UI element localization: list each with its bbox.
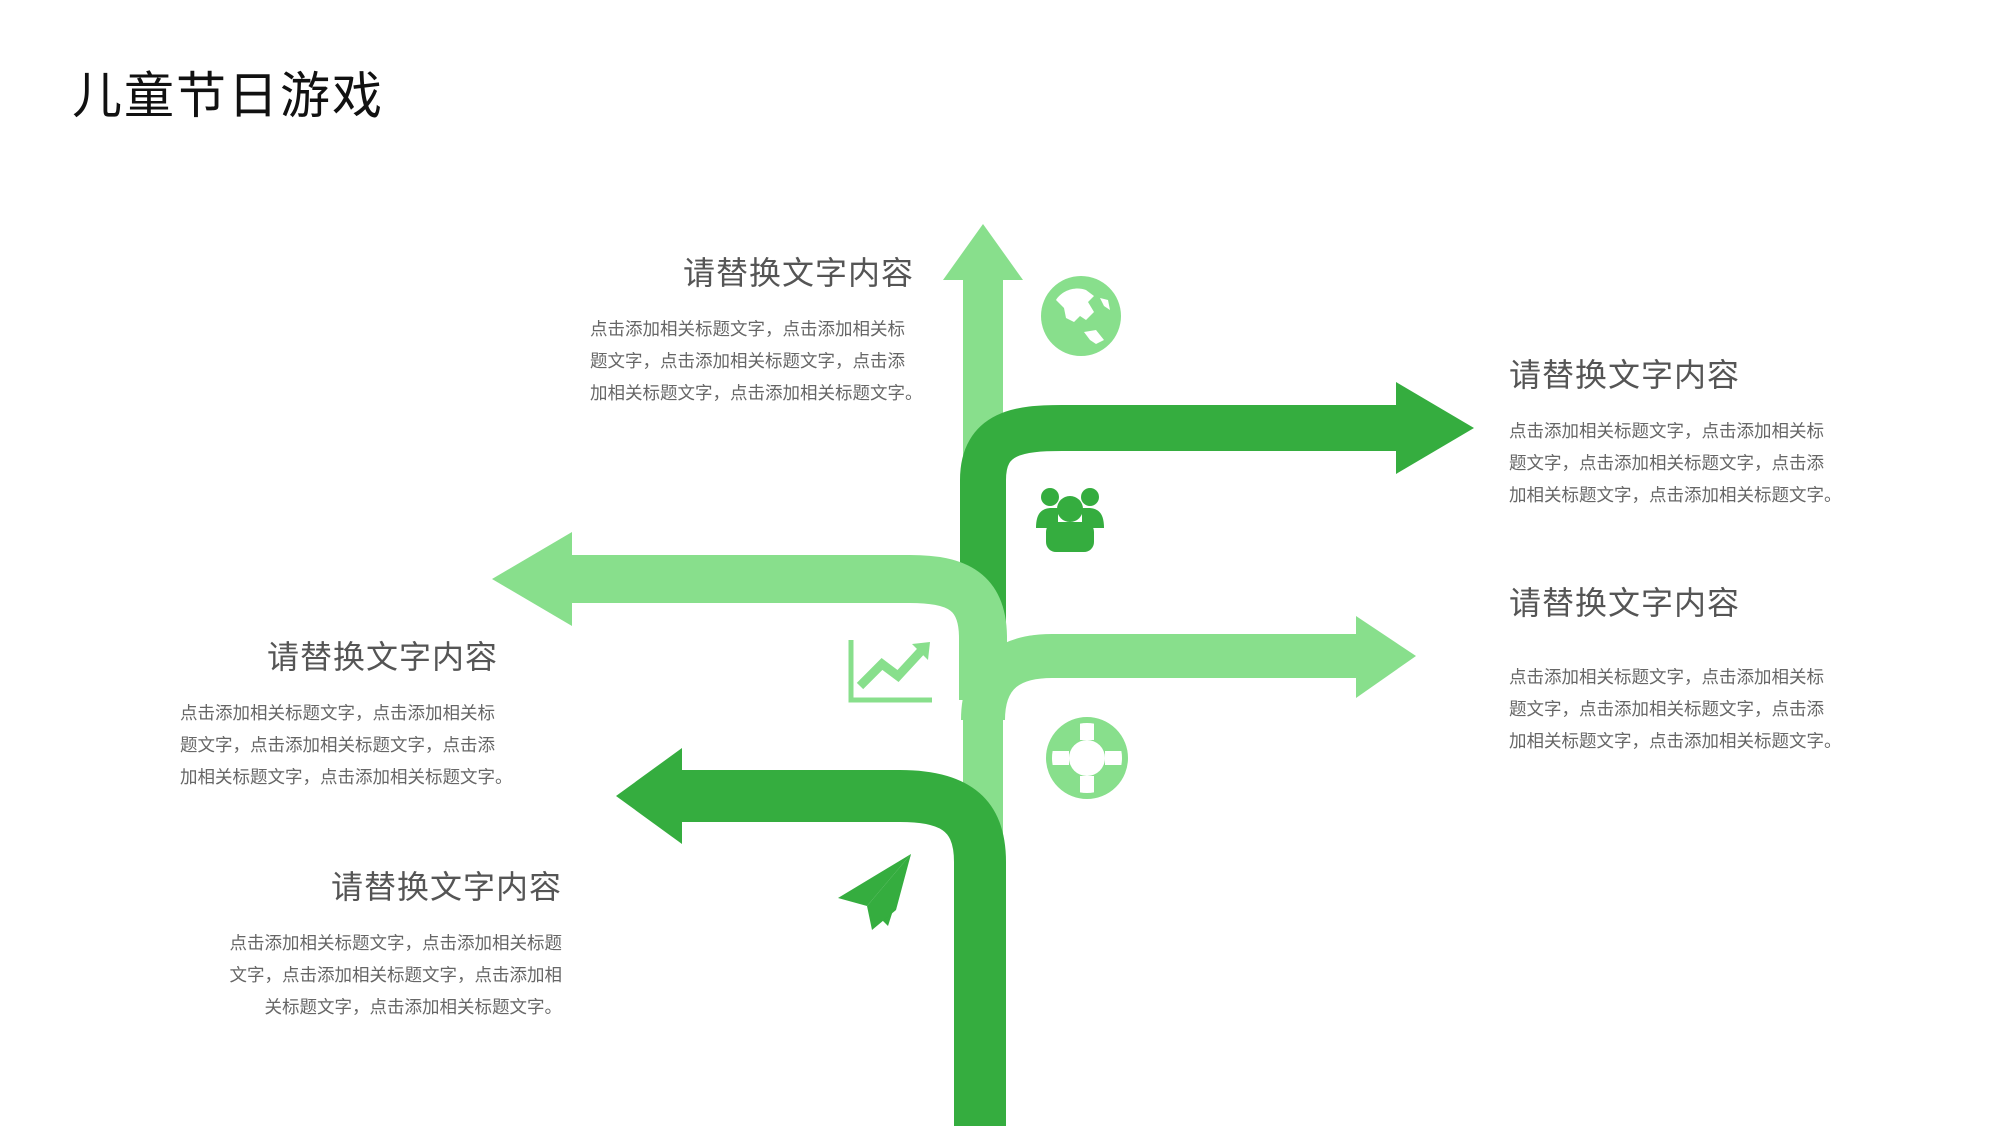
lifebuoy-icon (1046, 717, 1128, 799)
text-block-right-bottom: 请替换文字内容 点击添加相关标题文字，点击添加相关标 题文字，点击添加相关标题文… (1509, 584, 1929, 758)
body-line: 点击添加相关标题文字，点击添加相关标题 (229, 934, 563, 955)
left-arrow-light (492, 532, 1007, 700)
text-block-right-top: 请替换文字内容 点击添加相关标题文字，点击添加相关标 题文字，点击添加相关标题文… (1509, 356, 1929, 512)
body-line: 题文字，点击添加相关标题文字，点击添 (1509, 454, 1824, 475)
body-line: 题文字，点击添加相关标题文字，点击添 (590, 352, 905, 373)
body-line: 题文字，点击添加相关标题文字，点击添 (180, 736, 495, 757)
text-block-top-center: 请替换文字内容 点击添加相关标题文字，点击添加相关标 题文字，点击添加相关标题文… (560, 254, 930, 410)
growth-chart-icon (848, 640, 932, 703)
body-line: 点击添加相关标题文字，点击添加相关标 (180, 704, 495, 725)
text-block-left-middle: 请替换文字内容 点击添加相关标题文字，点击添加相关标 题文字，点击添加相关标题文… (140, 638, 513, 794)
block-body: 点击添加相关标题文字，点击添加相关标 题文字，点击添加相关标题文字，点击添 加相… (1509, 416, 1929, 512)
block-body: 点击添加相关标题文字，点击添加相关标 题文字，点击添加相关标题文字，点击添 加相… (590, 314, 930, 410)
body-line: 关标题文字，点击添加相关标题文字。 (264, 998, 563, 1019)
body-line: 加相关标题文字，点击添加相关标题文字。 (180, 768, 513, 789)
block-heading: 请替换文字内容 (682, 254, 914, 292)
block-body: 点击添加相关标题文字，点击添加相关标 题文字，点击添加相关标题文字，点击添 加相… (1509, 662, 1929, 758)
block-heading: 请替换文字内容 (330, 868, 562, 906)
block-heading: 请替换文字内容 (1509, 356, 1741, 394)
body-line: 文字，点击添加相关标题文字，点击添加相 (229, 966, 563, 987)
body-line: 题文字，点击添加相关标题文字，点击添 (1509, 700, 1824, 721)
text-block-left-bottom: 请替换文字内容 点击添加相关标题文字，点击添加相关标题 文字，点击添加相关标题文… (200, 868, 563, 1024)
right-arrow-dark (960, 382, 1474, 645)
block-body: 点击添加相关标题文字，点击添加相关标 题文字，点击添加相关标题文字，点击添 加相… (180, 698, 513, 794)
body-line: 点击添加相关标题文字，点击添加相关标 (1509, 422, 1824, 443)
group-icon (1036, 488, 1104, 552)
body-line: 加相关标题文字，点击添加相关标题文字。 (1509, 486, 1842, 507)
page-title: 儿童节日游戏 (72, 67, 384, 125)
right-arrow-light (961, 616, 1416, 722)
paper-plane-icon (838, 854, 911, 930)
block-body: 点击添加相关标题文字，点击添加相关标题 文字，点击添加相关标题文字，点击添加相 … (200, 928, 563, 1024)
body-line: 点击添加相关标题文字，点击添加相关标 (1509, 668, 1824, 689)
globe-icon (1041, 276, 1121, 356)
left-arrow-dark (616, 748, 1006, 1126)
body-line: 加相关标题文字，点击添加相关标题文字。 (590, 384, 923, 405)
block-heading: 请替换文字内容 (1509, 584, 1741, 622)
body-line: 加相关标题文字，点击添加相关标题文字。 (1509, 732, 1842, 753)
body-line: 点击添加相关标题文字，点击添加相关标 (590, 320, 905, 341)
block-heading: 请替换文字内容 (266, 638, 498, 676)
